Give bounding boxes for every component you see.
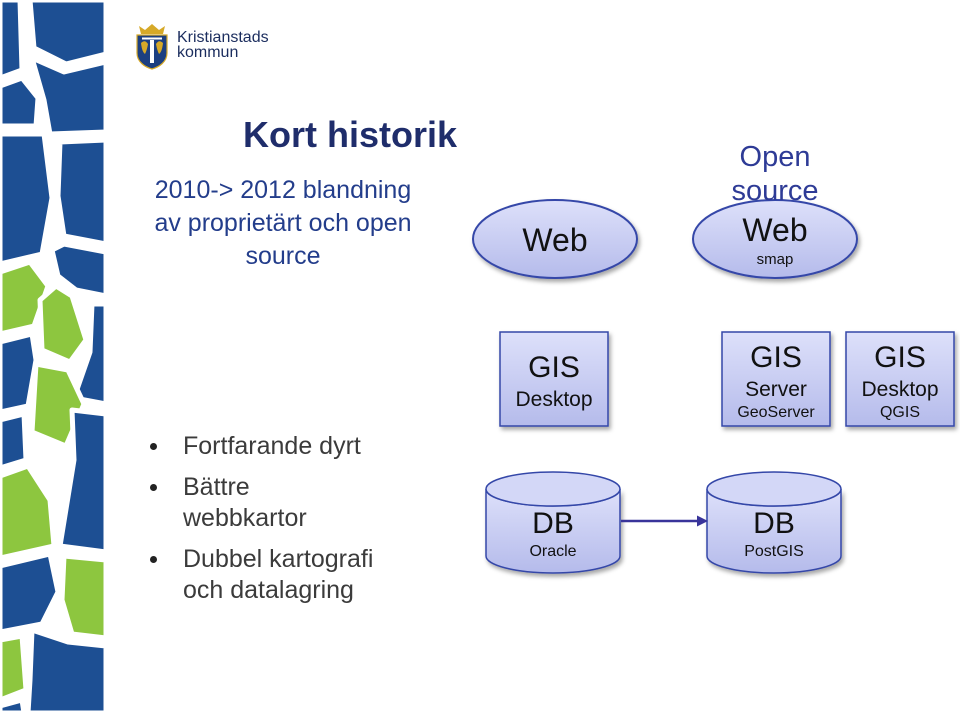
db-label: DB [753, 507, 795, 540]
node-gis-desktop: GIS Desktop [500, 332, 608, 426]
open-source-caption-line: source [731, 175, 818, 207]
web-product-label: smap [757, 251, 794, 268]
database-cylinder-top [707, 472, 841, 506]
web-label: Web [742, 212, 807, 248]
gis-label: GIS [750, 341, 802, 374]
db-product-label: Oracle [529, 543, 576, 560]
node-db-postgis: DB PostGIS [707, 472, 841, 573]
gis-type-label: Desktop [861, 378, 938, 401]
node-gis-server: GIS Server GeoServer [722, 332, 830, 426]
db-product-label: PostGIS [744, 543, 804, 560]
gis-type-label: Server [745, 378, 807, 401]
open-source-caption-line: Open [740, 141, 811, 173]
gis-type-label: Desktop [515, 388, 592, 411]
web-label: Web [522, 222, 587, 258]
gis-label: GIS [528, 351, 580, 384]
db-label: DB [532, 507, 574, 540]
database-cylinder-top [486, 472, 620, 506]
gis-product-label: GeoServer [737, 404, 815, 421]
gis-label: GIS [874, 341, 926, 374]
node-web-proprietary: Web [473, 200, 637, 278]
gis-product-label: QGIS [880, 404, 920, 421]
open-source-caption: Open source [731, 141, 818, 207]
node-gis-desktop-qgis: GIS Desktop QGIS [846, 332, 954, 426]
node-db-oracle: DB Oracle [486, 472, 620, 573]
node-web-open-source: Web smap [693, 200, 857, 278]
